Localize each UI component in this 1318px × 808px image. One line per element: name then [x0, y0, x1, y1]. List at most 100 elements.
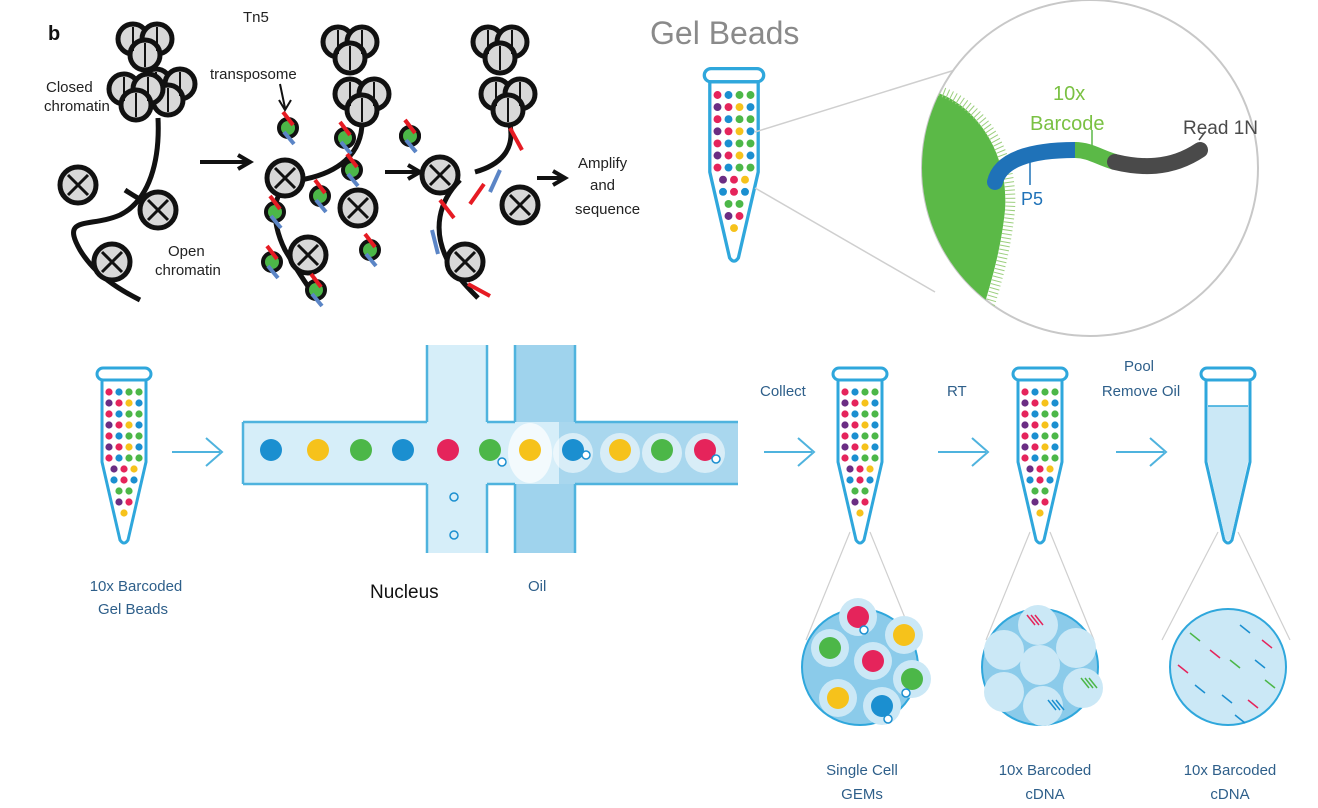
bead	[851, 388, 859, 396]
bead	[110, 465, 118, 473]
bead	[862, 650, 884, 672]
svg-text:Pool: Pool	[1124, 358, 1154, 375]
svg-text:GEMs: GEMs	[841, 786, 883, 803]
bead	[1051, 443, 1059, 451]
bead	[1026, 465, 1034, 473]
bead	[851, 410, 859, 418]
gel-beads-panel: Gel Beads 10x Barcode Read 1N	[650, 0, 1259, 337]
bead	[115, 399, 123, 407]
bead	[135, 454, 143, 462]
svg-text:Tn5: Tn5	[243, 9, 269, 26]
bead	[135, 421, 143, 429]
bead	[735, 151, 744, 160]
tube-beads	[713, 91, 755, 233]
bead	[746, 127, 755, 136]
svg-text:cDNA: cDNA	[1210, 786, 1249, 803]
bead	[1041, 487, 1049, 495]
bead	[115, 421, 123, 429]
bead	[856, 465, 864, 473]
bead	[115, 454, 123, 462]
bead	[841, 432, 849, 440]
cdna-strand	[1080, 677, 1090, 689]
bead	[724, 151, 733, 160]
bead	[519, 439, 541, 461]
bead	[851, 421, 859, 429]
gem-droplet	[1023, 686, 1063, 726]
bead	[609, 439, 631, 461]
bead	[135, 432, 143, 440]
tn5-pointer-arrow	[278, 83, 292, 112]
bead	[350, 439, 372, 461]
bead	[1021, 454, 1029, 462]
bead	[871, 432, 879, 440]
atac-panel: b Closed chromatin Open chromatin	[44, 9, 640, 308]
cdna-strand	[1047, 699, 1057, 711]
bead	[125, 487, 133, 495]
bead	[851, 454, 859, 462]
bead	[1021, 432, 1029, 440]
svg-text:sequence: sequence	[575, 201, 640, 218]
cdna-label-2: 10x Barcoded cDNA	[1184, 762, 1277, 803]
bead	[115, 443, 123, 451]
zoom-line-bottom	[754, 187, 936, 293]
tn5-insertion-graphic	[261, 27, 421, 308]
bead	[841, 421, 849, 429]
gems-label: Single Cell GEMs	[826, 762, 898, 803]
bead	[125, 421, 133, 429]
bead	[1031, 454, 1039, 462]
bead	[115, 410, 123, 418]
bead	[105, 454, 113, 462]
bead	[1036, 509, 1044, 517]
bead	[1021, 421, 1029, 429]
bead	[841, 410, 849, 418]
cdna-strand	[1088, 677, 1098, 689]
bead	[120, 465, 128, 473]
cdna-strand	[1026, 614, 1036, 626]
bead	[841, 454, 849, 462]
pool-remove-oil-label: Pool Remove Oil	[1102, 358, 1180, 400]
cdna-strand	[1030, 614, 1040, 626]
bead	[105, 421, 113, 429]
bead	[730, 187, 738, 196]
collect-label: Collect	[760, 383, 807, 400]
bead	[392, 439, 414, 461]
bead	[735, 91, 744, 99]
cdna-strand	[1055, 699, 1065, 711]
bead	[135, 388, 143, 396]
cdna-fragment	[1209, 649, 1221, 659]
bead	[130, 476, 138, 484]
tube-beads	[841, 388, 879, 517]
bead	[1051, 421, 1059, 429]
cdna-fragment	[1189, 632, 1201, 642]
bead	[861, 443, 869, 451]
svg-text:chromatin: chromatin	[155, 262, 221, 279]
bead	[437, 439, 459, 461]
bead	[1036, 476, 1044, 484]
bead	[110, 476, 118, 484]
p5-segment	[987, 142, 1083, 190]
gem-droplet	[984, 672, 1024, 712]
bead	[851, 432, 859, 440]
step-arrow-3	[537, 169, 569, 187]
cdna-strand	[1034, 614, 1044, 626]
bead	[861, 487, 869, 495]
cdna-fragment	[1261, 639, 1273, 649]
bead	[1031, 487, 1039, 495]
bead	[719, 187, 727, 196]
svg-text:Single Cell: Single Cell	[826, 762, 898, 779]
bead	[735, 199, 744, 208]
bead	[746, 163, 755, 172]
bead	[1031, 498, 1039, 506]
flow-arrow-rt	[938, 437, 990, 467]
cdna-fragment	[1264, 679, 1276, 689]
bead	[871, 454, 879, 462]
cdna-zoom-circle-1	[981, 605, 1103, 726]
nucleus-particle	[711, 454, 721, 464]
bead	[871, 695, 893, 717]
bead	[893, 624, 915, 646]
bead	[724, 103, 733, 112]
bead	[120, 476, 128, 484]
bead	[1026, 476, 1034, 484]
oil-label: Oil	[528, 578, 546, 595]
closed-chromatin-label: Closed chromatin	[44, 79, 110, 115]
